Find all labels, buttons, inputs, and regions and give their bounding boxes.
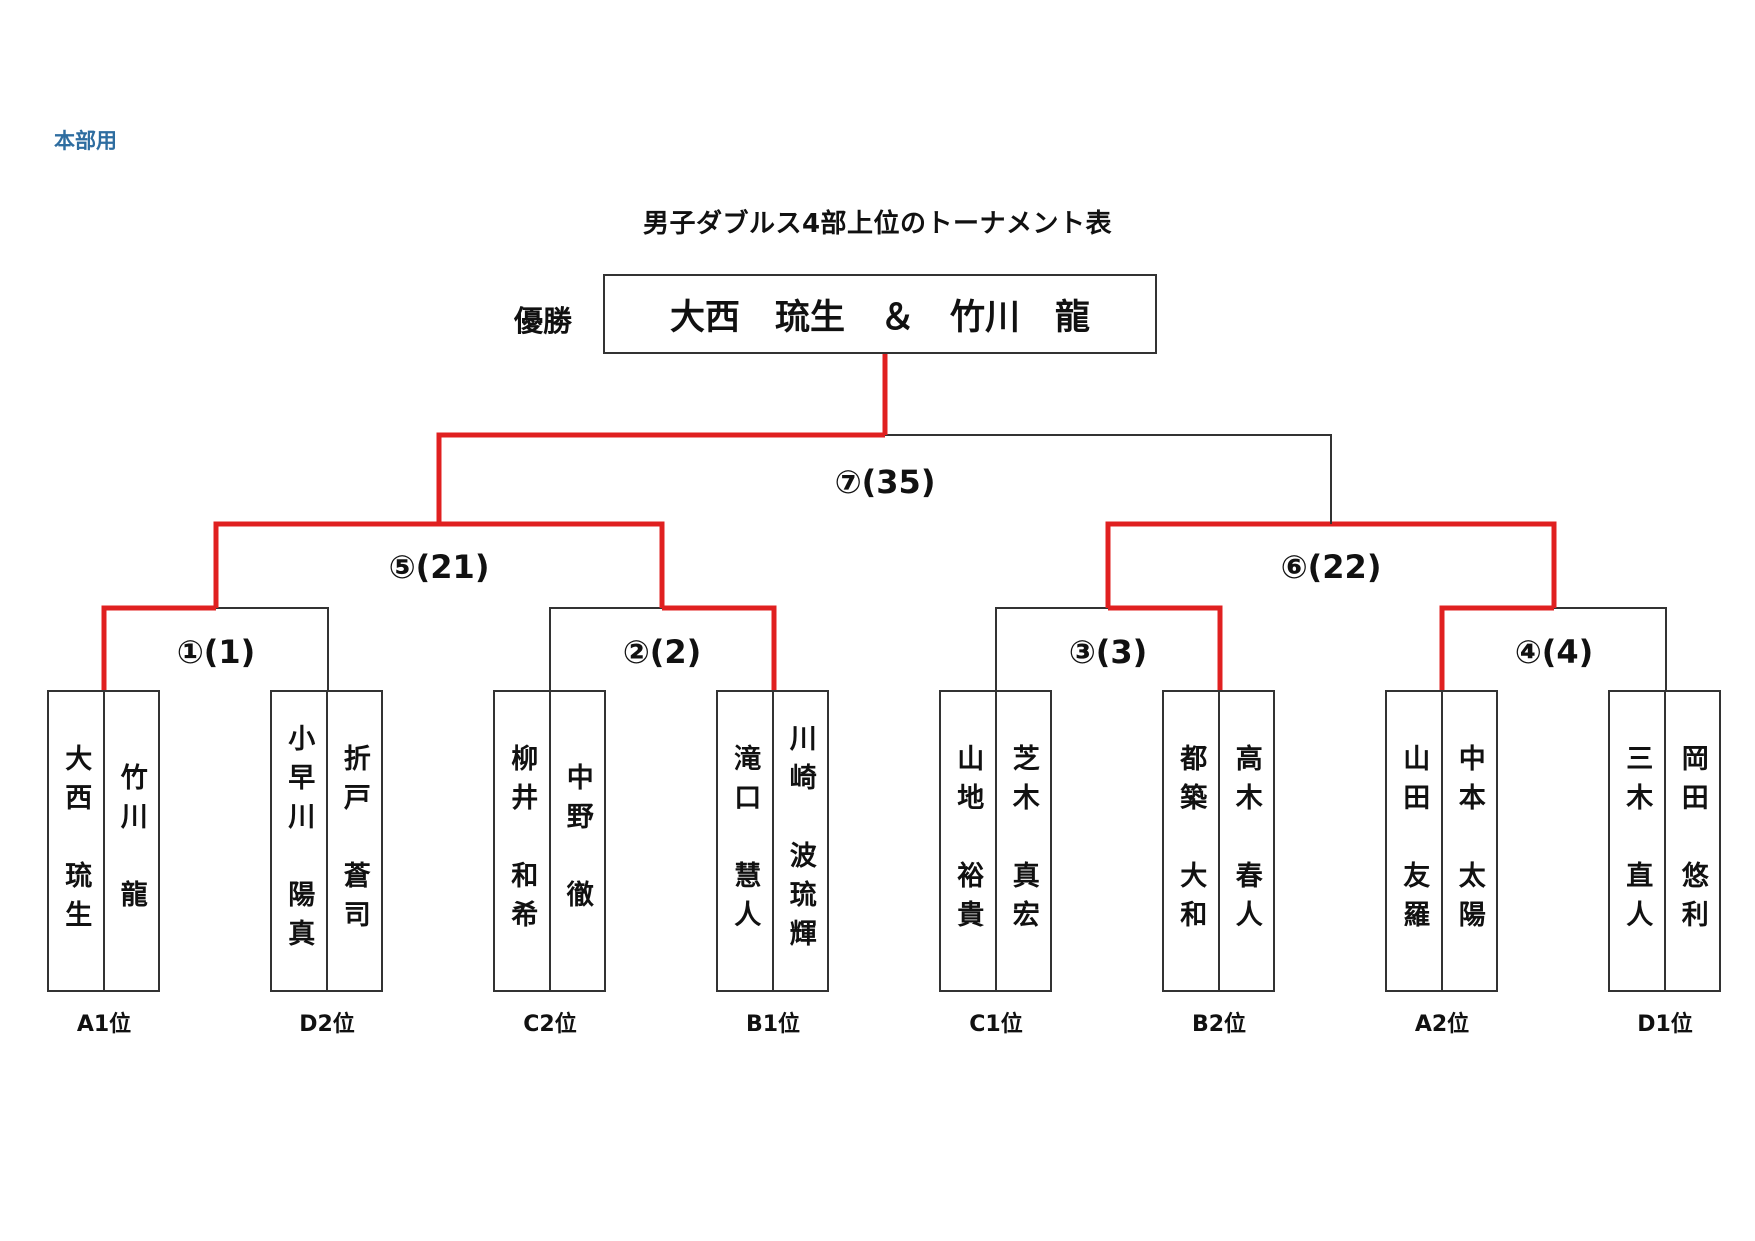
pair-box-6: 都築 大和 高木 春人 [1162, 690, 1275, 992]
champion-box: 大西 琉生 ＆ 竹川 龍 [603, 274, 1157, 354]
seed-label: B1位 [745, 1012, 801, 1037]
pair-box-2: 小早川 陽真 折戸 蒼司 [270, 690, 383, 992]
player-name: 小早川 陽真 [283, 724, 315, 958]
bracket-line-m2-right [662, 605, 777, 690]
bracket-line-m1-left [101, 605, 216, 690]
player-name: 山地 裕貴 [952, 743, 984, 939]
match-label-7: ⑦(35) [834, 463, 936, 501]
seed-label: C1位 [969, 1012, 1023, 1037]
seed-label: D2位 [299, 1012, 355, 1037]
match-label-5: ⑤(21) [388, 548, 490, 586]
match-label-3: ③(3) [1068, 633, 1148, 671]
pair-box-7: 山田 友羅 中本 太陽 [1385, 690, 1498, 992]
bracket-line-m5-right [439, 521, 665, 608]
bracket-line-m2-left [549, 607, 662, 690]
seed-label: A1位 [76, 1012, 132, 1037]
player-name: 芝木 真宏 [1007, 743, 1039, 939]
bracket-line-m7-left [436, 432, 885, 524]
seed-label: B2位 [1191, 1012, 1247, 1037]
player-name: 折戸 蒼司 [338, 743, 370, 939]
bracket-line-m3-right [1108, 605, 1223, 690]
honbu-label: 本部用 [54, 129, 117, 153]
match-label-4: ④(4) [1514, 633, 1594, 671]
bracket-line-m7-right [885, 434, 1332, 524]
page-title: 男子ダブルス4部上位のトーナメント表 [642, 209, 1113, 239]
player-name: 竹川 龍 [115, 763, 147, 919]
pair-box-5: 山地 裕貴 芝木 真宏 [939, 690, 1052, 992]
champion-names: 大西 琉生 ＆ 竹川 龍 [669, 297, 1090, 338]
pair-box-8: 三木 直人 岡田 悠利 [1608, 690, 1721, 992]
player-name: 高木 春人 [1230, 743, 1262, 939]
bracket-line-m3-left [995, 607, 1108, 690]
pair-box-4: 滝口 慧人 川崎 波琉輝 [716, 690, 829, 992]
bracket-line-m6-left [1105, 521, 1331, 608]
seed-label: A2位 [1414, 1012, 1470, 1037]
player-name: 山田 友羅 [1398, 743, 1430, 939]
player-name: 三木 直人 [1621, 743, 1653, 939]
player-name: 岡田 悠利 [1676, 743, 1708, 939]
seed-label: D1位 [1637, 1012, 1693, 1037]
seed-label: C2位 [523, 1012, 577, 1037]
player-name: 中野 徹 [561, 763, 593, 919]
bracket-line-m4-left [1439, 605, 1554, 690]
match-label-1: ①(1) [176, 633, 256, 671]
bracket-line-m6-right [1331, 521, 1557, 608]
champion-label: 優勝 [514, 304, 573, 338]
player-name: 柳井 和希 [506, 743, 538, 939]
match-label-6: ⑥(22) [1280, 548, 1382, 586]
player-name: 滝口 慧人 [729, 743, 761, 939]
bracket-line-m5-left [213, 521, 439, 608]
pair-box-3: 柳井 和希 中野 徹 [493, 690, 606, 992]
player-name: 大西 琉生 [60, 743, 92, 939]
bracket-line-m4-right [1554, 607, 1667, 690]
player-name: 中本 太陽 [1453, 743, 1485, 939]
player-name: 川崎 波琉輝 [784, 724, 816, 958]
match-label-2: ②(2) [622, 633, 702, 671]
player-name: 都築 大和 [1175, 743, 1207, 939]
bracket-line-m1-right [216, 607, 329, 690]
pair-box-1: 大西 琉生 竹川 龍 [47, 690, 160, 992]
